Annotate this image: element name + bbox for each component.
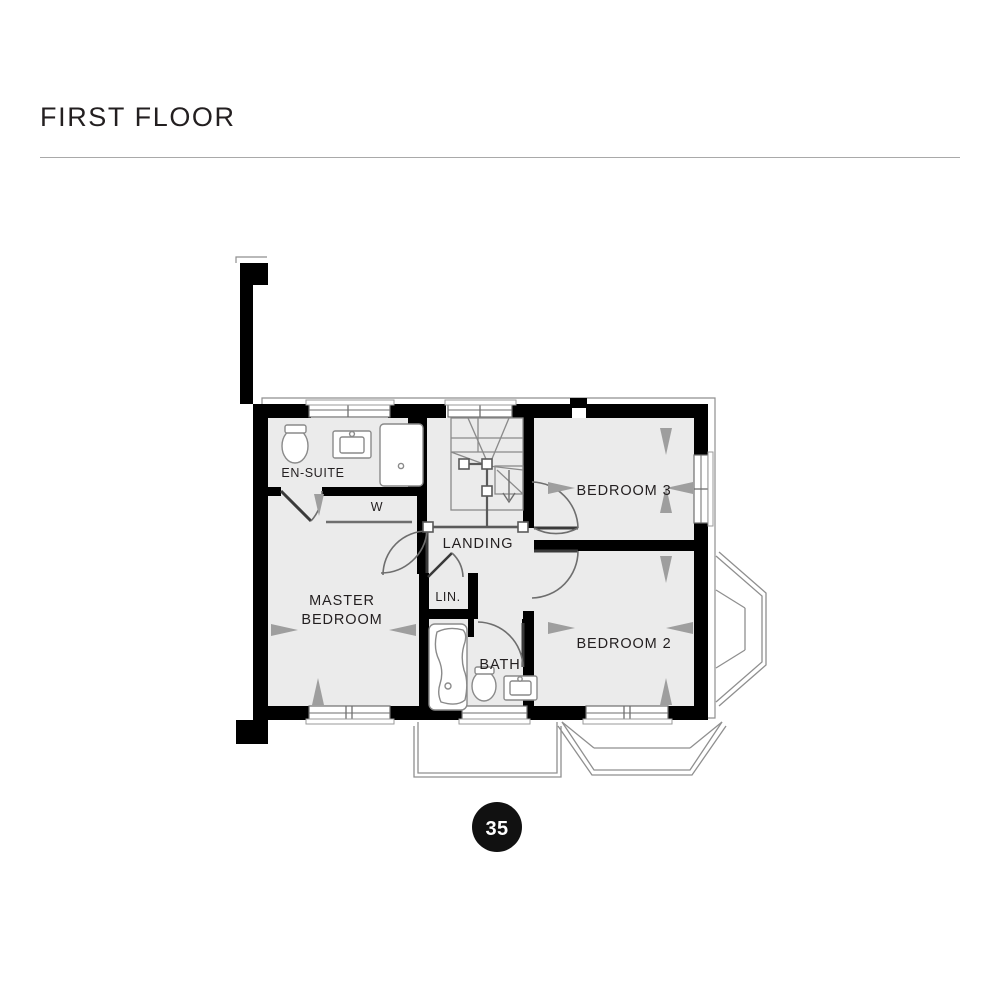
porch-roof-outline xyxy=(413,722,562,778)
room-label-linen: LIN. xyxy=(435,590,460,604)
arrow-bedroom2-up xyxy=(660,556,672,583)
arrow-bedroom3-left xyxy=(548,482,575,494)
door-bedroom3 xyxy=(531,481,579,535)
arrow-bedroom3-right xyxy=(666,482,693,494)
window-bath-bottom xyxy=(458,705,531,725)
staircase xyxy=(422,417,529,533)
bathtub-icon xyxy=(428,623,468,711)
room-labels: EN-SUITE W LANDING BEDROOM 3 MASTER BEDR… xyxy=(281,466,671,673)
bath-toilet-icon xyxy=(471,666,497,702)
arrow-bedroom3-up xyxy=(660,428,672,455)
ensuite-toilet-icon xyxy=(281,424,309,464)
room-label-bath: BATH xyxy=(479,657,520,673)
ensuite-shower-icon xyxy=(379,423,424,487)
window-ensuite-top xyxy=(305,399,395,418)
door-linen xyxy=(427,552,464,578)
arrow-bedroom2-left xyxy=(548,622,575,634)
window-bedroom2-bottom xyxy=(582,705,673,725)
arrow-master-down xyxy=(312,678,324,705)
windows xyxy=(305,399,714,725)
door-bath xyxy=(477,621,525,668)
room-label-master-bedroom-line1: MASTER xyxy=(309,593,375,609)
arrow-bedroom3-down xyxy=(660,486,672,513)
doors xyxy=(279,481,579,668)
arrow-ensuite-down xyxy=(314,494,324,516)
door-master-bedroom xyxy=(380,530,429,576)
window-bedroom3-right xyxy=(693,451,714,527)
fixtures xyxy=(281,423,538,711)
page-title: FIRST FLOOR xyxy=(40,102,236,132)
ensuite-washbasin-icon xyxy=(332,430,372,459)
arrow-master-left xyxy=(271,624,298,636)
arrow-bedroom2-right xyxy=(666,622,693,634)
room-label-bedroom-2: BEDROOM 2 xyxy=(576,636,671,652)
dimension-arrows xyxy=(271,428,693,705)
window-master-bottom xyxy=(305,705,395,725)
bay-roof-outline-side xyxy=(715,551,767,707)
room-label-landing: LANDING xyxy=(443,536,514,552)
bath-washbasin-icon xyxy=(503,675,538,701)
svg-text:35: 35 xyxy=(485,818,508,840)
stairs-down-arrow xyxy=(502,470,516,504)
title-divider xyxy=(40,157,960,158)
plot-number-badge: 35 xyxy=(472,802,522,852)
room-label-wardrobe: W xyxy=(371,500,383,514)
bay-roof-outline-front xyxy=(557,721,727,776)
room-label-bedroom-3: BEDROOM 3 xyxy=(576,483,671,499)
window-landing-top xyxy=(444,399,517,418)
door-bedroom2 xyxy=(531,549,579,599)
arrow-master-right xyxy=(389,624,416,636)
arrow-bedroom2-down xyxy=(660,678,672,705)
walls xyxy=(236,263,708,744)
room-label-en-suite: EN-SUITE xyxy=(281,466,344,480)
room-label-master-bedroom-line2: BEDROOM xyxy=(301,612,382,628)
